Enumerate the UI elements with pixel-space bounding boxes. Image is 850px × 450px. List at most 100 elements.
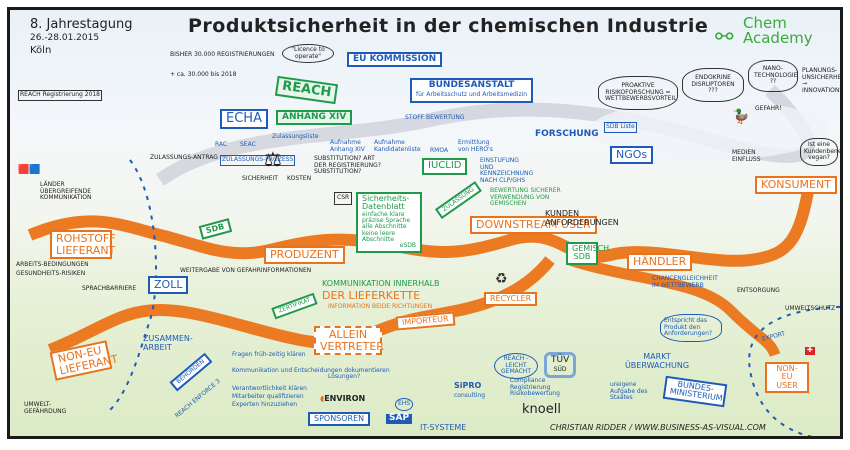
registrations-more: + ca. 30.000 bis 2018 — [170, 71, 237, 78]
hoheit-text: ureigene Aufgabe des Staates — [610, 381, 648, 402]
nano-bubble: NANO-TECHNOLOGIE ?? — [748, 60, 798, 92]
sap-logo: SAP — [386, 413, 413, 424]
it-systeme-label: IT-SYSTEME — [420, 423, 467, 432]
laender-text: LÄNDER ÜBERGREIFENDE KOMMUNIKATION — [40, 181, 92, 202]
rmoa-label: RMOA — [430, 147, 449, 154]
esdb-label: eSDB — [399, 242, 416, 250]
rohstoff-lieferant-label: ROHSTOFF LIEFERANT — [50, 230, 116, 260]
scale-icon: ⚖ — [264, 147, 282, 171]
rac-label: RAC — [215, 141, 228, 148]
compliance-text: Compliance Registrierung Risikobewertung — [510, 377, 560, 398]
knoell-logo: knoell — [522, 402, 561, 417]
rubber-duck-icon: 🦆 — [732, 109, 750, 125]
umweltschutz-label: UMWELTSCHUTZ — [785, 305, 836, 312]
loesungen-text: Lösungen? — [328, 373, 361, 380]
frage-bubble: Entspricht das Produkt den Anforderungen… — [660, 314, 722, 342]
zoll-label: ZOLL — [148, 276, 189, 294]
marktueberwachung-label: MARKT ÜBERWACHUNG — [624, 352, 690, 370]
event-name: 8. Jahrestagung — [30, 17, 133, 32]
alleinvertreter-label: ALLEIN VERTRETER — [314, 326, 384, 356]
baua-title: BUNDESANSTALT — [428, 80, 515, 90]
tuv-text: TÜV — [551, 355, 570, 365]
ehs-label: EHS — [395, 398, 414, 411]
page-title: Produktsicherheit in der chemischen Indu… — [188, 15, 709, 37]
annex-xiv-book: ANHANG XIV — [276, 110, 353, 126]
checklist-item: Fragen früh-zeitig klären — [232, 351, 306, 358]
einstufung-text: EINSTUFUNG UND KENNZEICHNUNG NACH CLP/GH… — [480, 157, 534, 184]
supply-chain-road-import — [47, 256, 555, 356]
annex-sub: Zulassungsliste — [272, 133, 319, 140]
artist-credit: CHRISTIAN RIDDER / WWW.BUSINESS-AS-VISUA… — [550, 423, 766, 432]
brand-line-1: Chem — [743, 14, 787, 32]
supply-chain-road-main — [27, 179, 816, 267]
kunden-anforderungen: KUNDEN ANFORDERUNGEN — [545, 209, 619, 227]
event-city: Köln — [30, 45, 52, 56]
gesund-text: GESUNDHEITS-RISIKEN — [16, 270, 86, 277]
zulassung-prozess: ZULASSUNGS-PROZESS — [220, 155, 296, 166]
supply-chain-road-export — [568, 254, 781, 358]
non-eu-user-label: NON-EU USER — [765, 362, 809, 394]
kommunikation-text: KOMMUNIKATION INNERHALB — [322, 279, 440, 288]
iuclid-label: IUCLID — [422, 158, 468, 175]
zusammenarbeit-text: ZUSAMMEN-ARBEIT — [143, 334, 193, 352]
csr-label: CSR — [334, 192, 353, 205]
reach-deadline-sign: REACH Registrierung 2018 — [18, 90, 102, 101]
sipro-sub: consulting — [454, 391, 485, 399]
checklist-item: Kommunikation und Entscheidungen dokumen… — [232, 367, 390, 374]
checklist-item: Experten hinzuziehen — [232, 401, 298, 408]
sdb-title: Sicherheits-Datenblatt — [362, 194, 410, 212]
zulassung-antrag: ZULASSUNGS-ANTRAG — [150, 154, 218, 161]
umwelt-text: UMWELT-GEFÄHRDUNG — [24, 401, 67, 415]
sponsoren-label: SPONSOREN — [308, 412, 371, 427]
reach-leicht-bubble: REACH - LEICHT GEMACHT — [494, 353, 538, 379]
environ-text: ENVIRON — [324, 394, 366, 403]
produzent-label: PRODUZENT — [264, 246, 345, 264]
eu-commission-label: EU KOMMISSION — [347, 52, 443, 68]
hero-label: Ermittlung von HERO's — [458, 139, 493, 153]
baua-sub: für Arbeitsschutz und Arbeitsmedizin — [416, 91, 528, 99]
gemisch-sdb-label: GEMISCH SDB — [566, 242, 609, 265]
weitergabe-text: WEITERGABE VON GEFAHRINFORMATIONEN — [180, 267, 312, 274]
chancengleichheit-text: CHANCENGLEICHHEIT IM WETTBEWERB — [652, 275, 718, 289]
kosten-label: KOSTEN — [287, 175, 312, 182]
endokrine-bubble: ENDOKRINE DISRUPTOREN ??? — [682, 68, 744, 102]
sprachbarriere-label: SPRACHBARRIERE — [82, 285, 137, 292]
checklist-item: Verantwortlichkeit klären — [232, 385, 307, 392]
tuv-sub: SÜD — [553, 366, 567, 373]
entsorgung-label: ENTSORGUNG — [737, 287, 780, 294]
stoffbewertung-label: STOFF BEWERTUNG — [405, 114, 465, 121]
echa-label: ECHA — [220, 109, 268, 129]
substitution-bubble: SUBSTITUTION? ART DER REGISTRIERUNG? SUB… — [314, 155, 381, 176]
graphic-recording-board: 8. Jahrestagung 26.-28.01.2015 Köln Prod… — [7, 7, 843, 439]
chem-academy-logo-icon: ⚯ — [715, 25, 734, 50]
brand-line-2: Academy — [743, 29, 813, 47]
arbeit-text: ARBEITS-BEDINGUNGEN — [16, 261, 89, 268]
seac-label: SEAC — [240, 141, 256, 148]
aufnahme-label: Aufnahme Anhang XIV — [330, 139, 365, 153]
lieferkette-text: DER LIEFERKETTE — [322, 289, 421, 302]
recycle-icon: ♻ — [495, 271, 508, 287]
informationen-text: INFORMATION BEIDE RICHTUNGEN — [328, 303, 433, 310]
flags-icon: 🟥🟦 — [18, 165, 41, 175]
sicherheit-label: SICHERHEIT — [242, 175, 278, 182]
checklist-item: Mitarbeiter qualifizieren — [232, 393, 304, 400]
sky-cloud — [590, 100, 830, 160]
eu-border-line — [109, 159, 157, 411]
sdb-box: Sicherheits-Datenblatt einfache klare pr… — [356, 192, 422, 253]
bewertung-text: BEWERTUNG SICHERER VERWENDUNG VON GEMISC… — [490, 187, 561, 208]
sdb-point-3: keine leere Abschnitte — [362, 229, 396, 243]
ngos-label: NGOs — [610, 146, 654, 164]
swiss-flag-icon: ✚ — [805, 346, 815, 355]
sdb-list-note: SDB Liste — [604, 122, 637, 133]
vegan-bubble: Ist eine Kundenbene vegan? — [800, 138, 840, 166]
kandidaten-label: Aufnahme Kandidatenliste — [374, 139, 421, 153]
sdb-point-1: einfache klare präzise Sprache — [362, 210, 411, 225]
environ-logo: ◖ENVIRON — [320, 394, 366, 403]
alleinvertreter-text: ALLEIN VERTRETER — [320, 328, 384, 353]
planung-text: PLANUNGS-UNSICHERHEIT → INNOVATIONSTEAU — [802, 67, 843, 94]
sipro-text: SiPRO — [454, 381, 482, 390]
